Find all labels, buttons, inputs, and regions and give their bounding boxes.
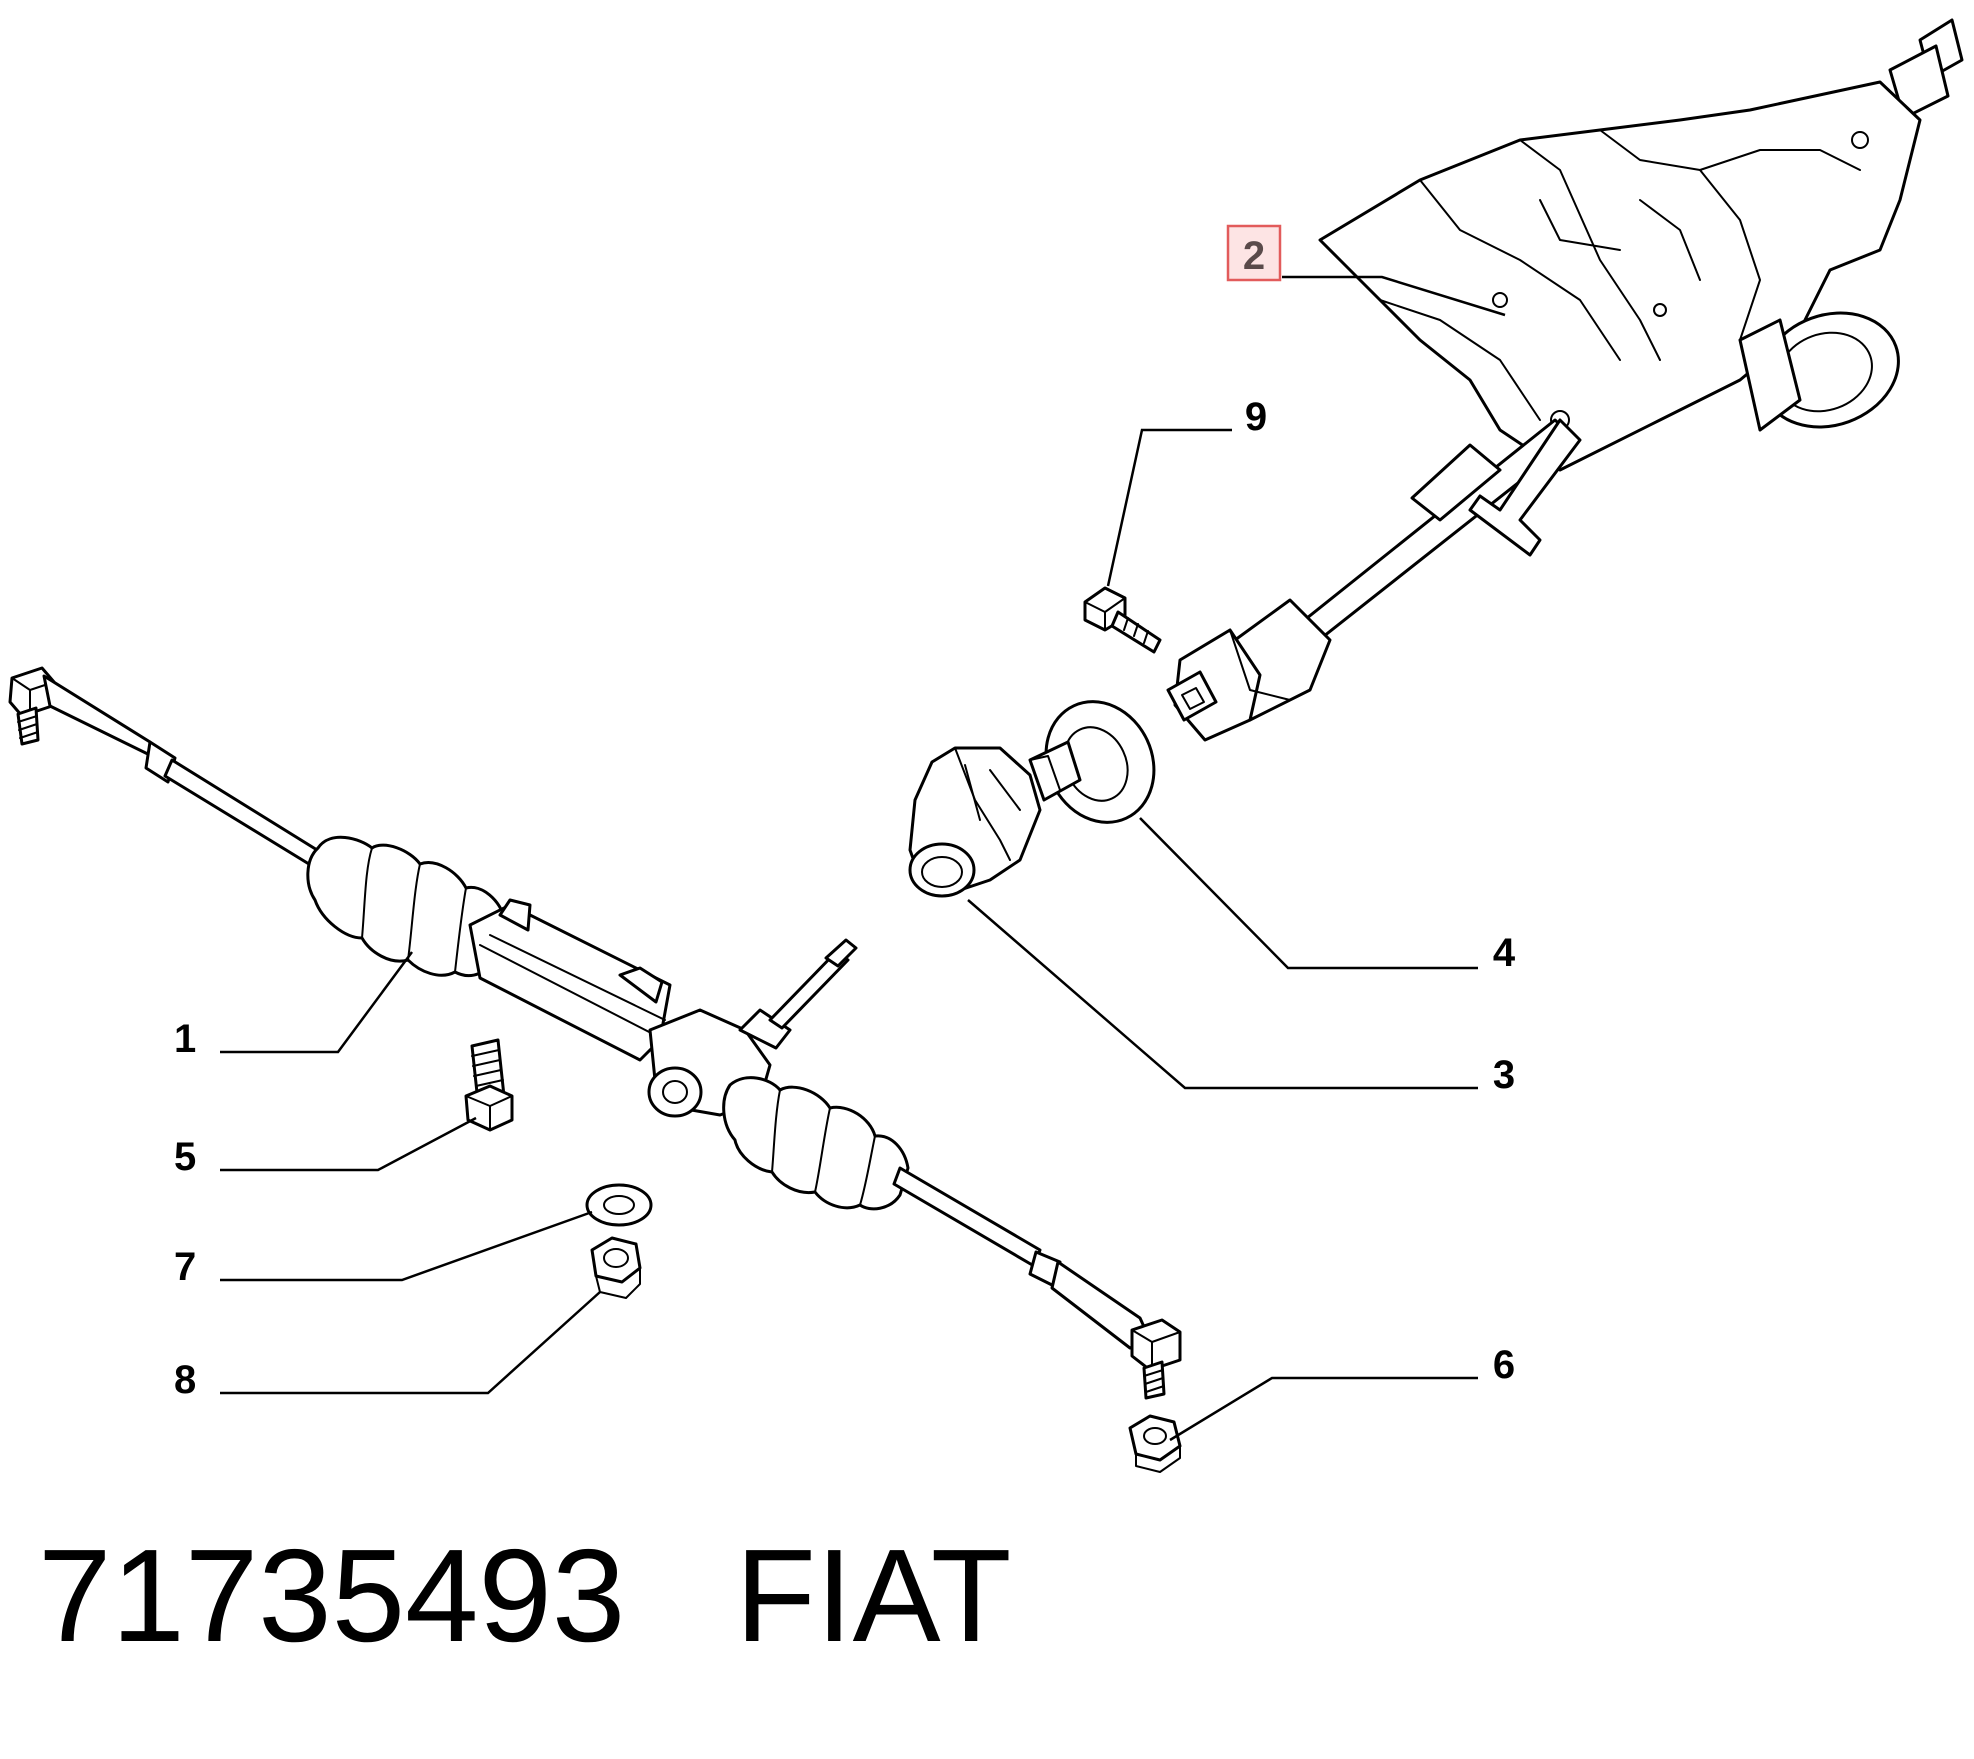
callout-5[interactable]: 5 xyxy=(174,1135,196,1179)
leader-7 xyxy=(220,1210,593,1282)
steering-column xyxy=(1166,18,1964,742)
callout-1[interactable]: 1 xyxy=(174,1017,196,1061)
washer-7 xyxy=(585,1183,653,1227)
leader-4 xyxy=(1139,817,1478,970)
callout-4[interactable]: 4 xyxy=(1493,931,1516,975)
leader-2 xyxy=(1282,275,1506,317)
callout-7[interactable]: 7 xyxy=(174,1245,196,1289)
brand-name: FIAT xyxy=(735,1522,1012,1669)
leader-lines xyxy=(220,275,1506,1442)
callout-3[interactable]: 3 xyxy=(1493,1053,1515,1097)
callout-9[interactable]: 9 xyxy=(1245,395,1267,439)
bolt-9 xyxy=(1083,586,1162,654)
steering-rack-1 xyxy=(8,666,1182,1400)
callout-2[interactable]: 2 xyxy=(1243,234,1265,278)
callout-2-highlight xyxy=(1226,224,1282,282)
leader-8 xyxy=(220,1291,601,1395)
nut-6 xyxy=(1128,1414,1182,1473)
boot-cover-3 xyxy=(908,746,1042,898)
part-number: 71735493 xyxy=(38,1522,626,1669)
seal-ring-4 xyxy=(1028,700,1156,824)
leader-1 xyxy=(220,951,414,1054)
flange-nut-8 xyxy=(590,1236,642,1299)
callout-8[interactable]: 8 xyxy=(174,1358,196,1402)
leader-3 xyxy=(967,899,1478,1090)
leader-6 xyxy=(1169,1376,1478,1442)
leader-9 xyxy=(1106,428,1232,587)
leader-5 xyxy=(220,1116,477,1172)
stud-bolt-5 xyxy=(464,1038,514,1132)
callouts: 1 2 3 4 5 6 7 8 9 xyxy=(174,224,1516,1402)
callout-6[interactable]: 6 xyxy=(1493,1343,1515,1387)
